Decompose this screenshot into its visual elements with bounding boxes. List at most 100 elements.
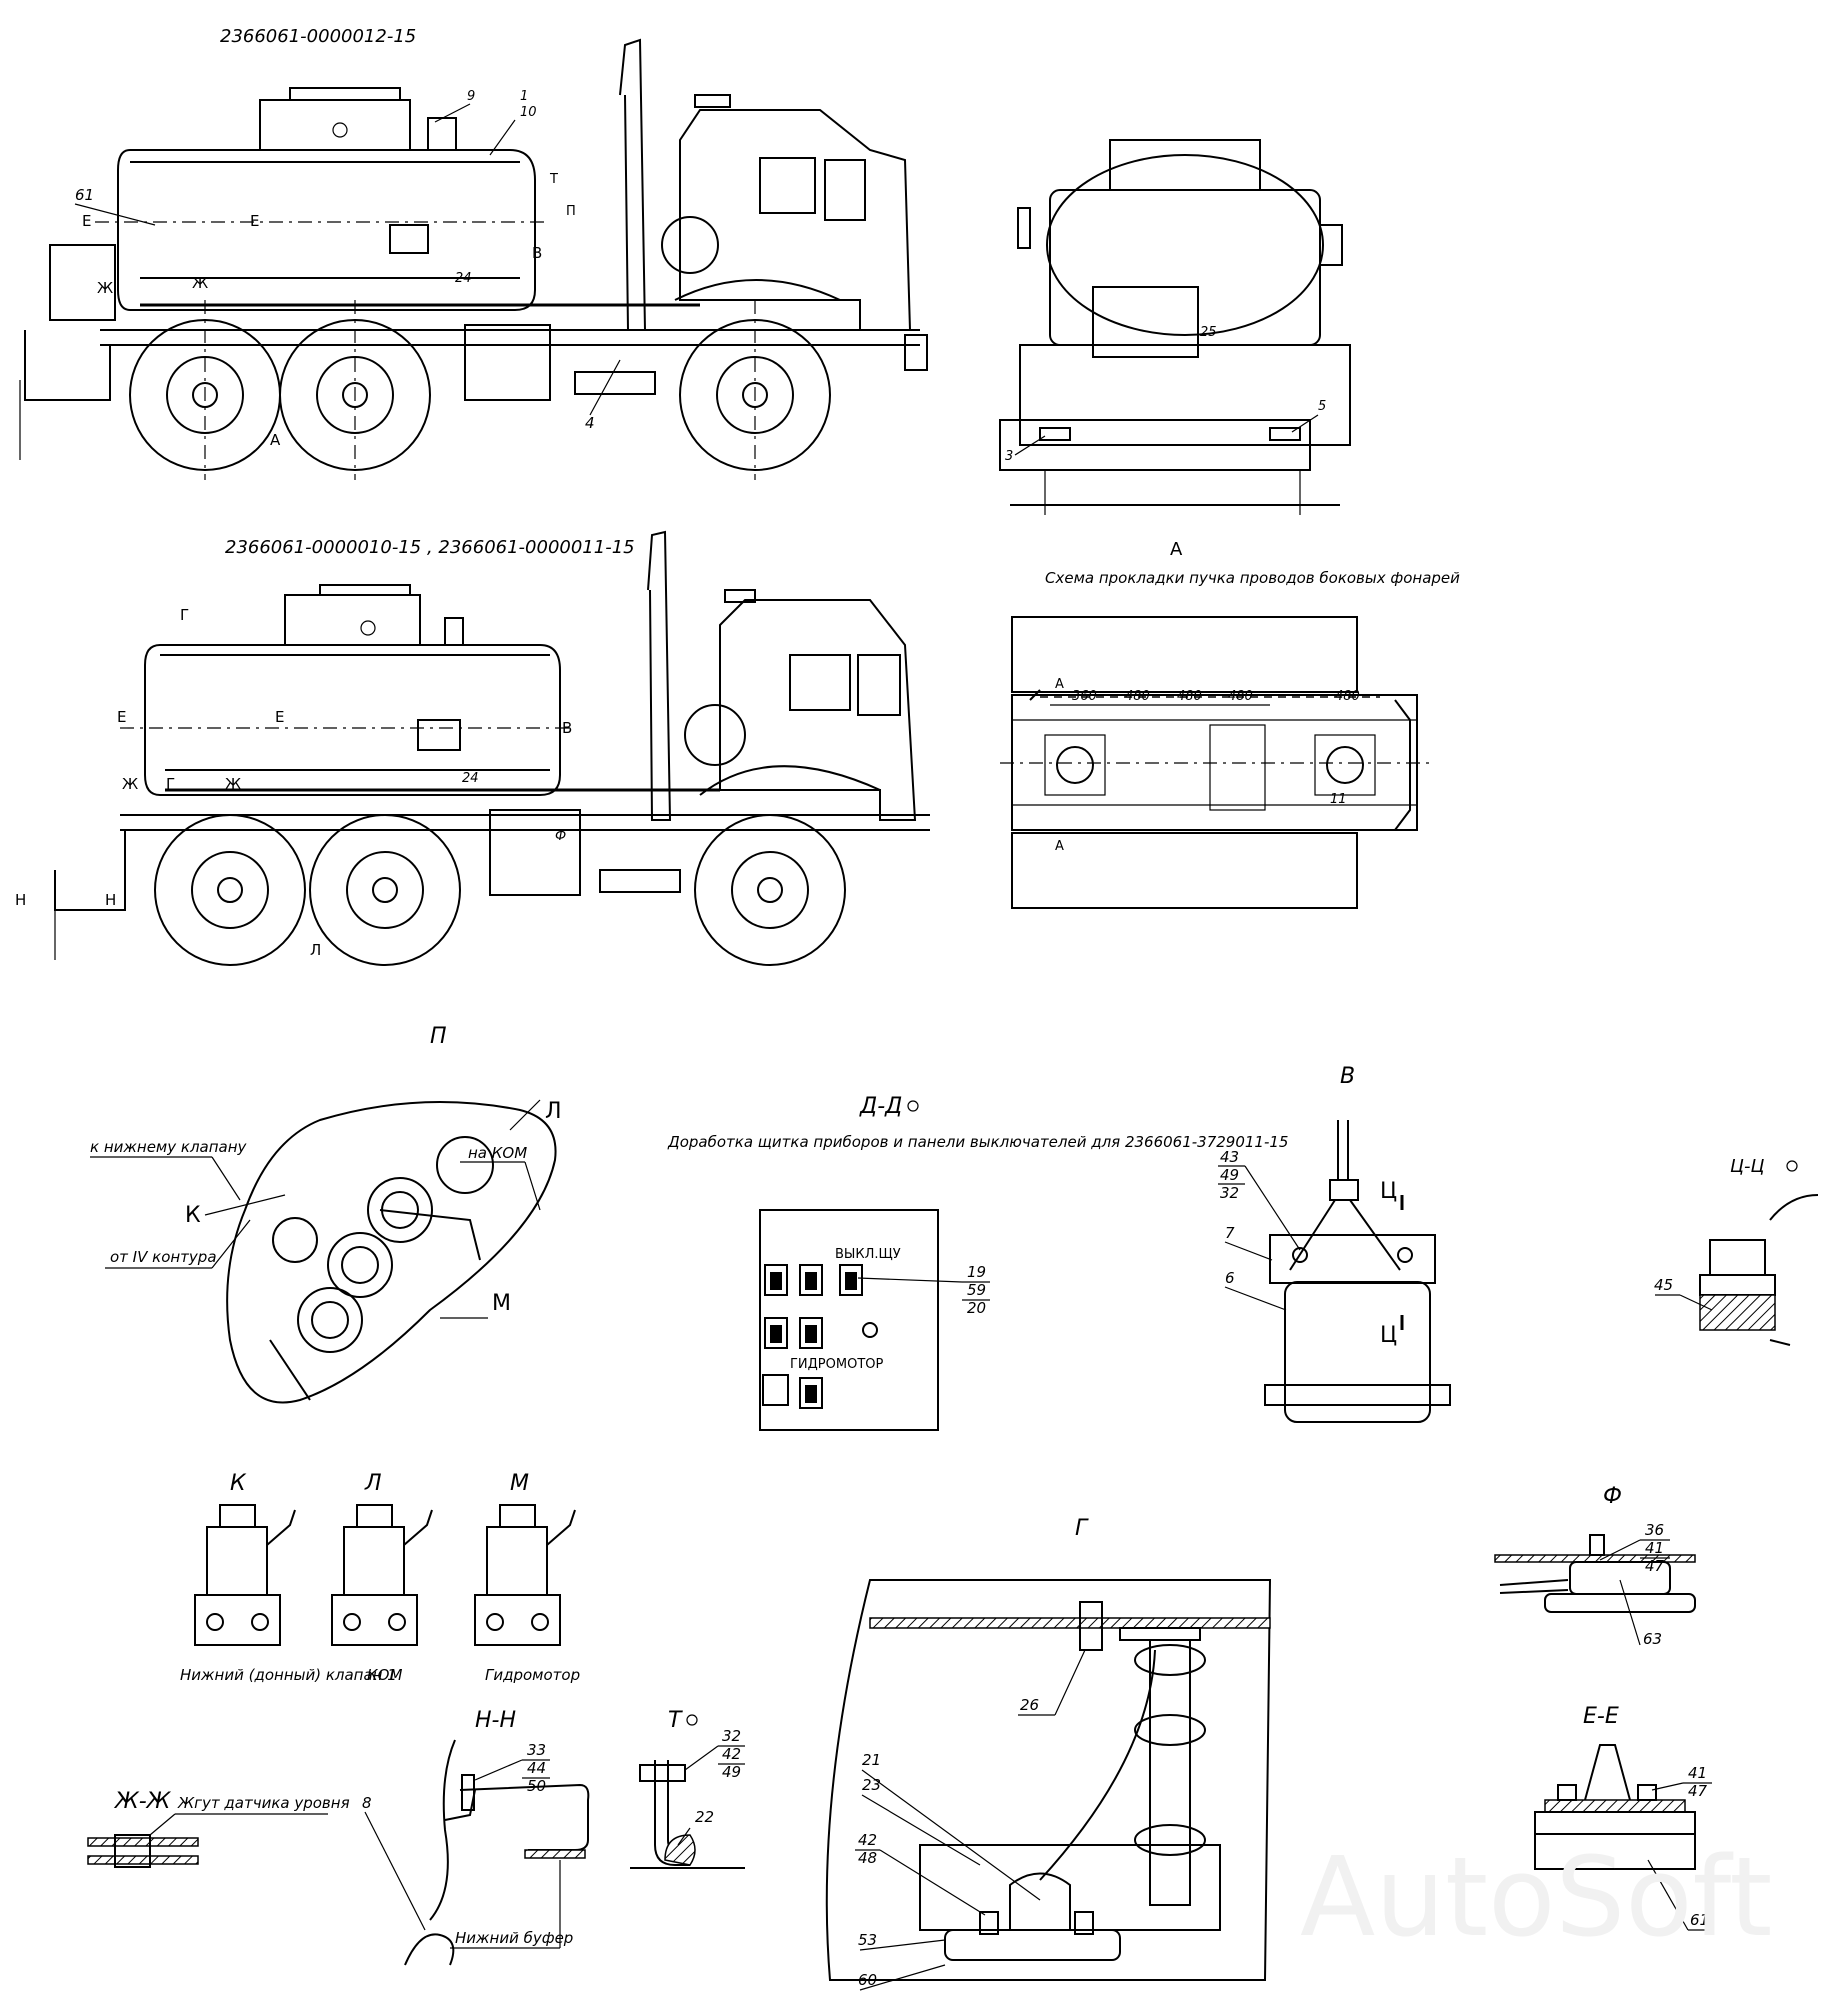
svg-text:48: 48 xyxy=(858,1849,877,1867)
svg-text:3: 3 xyxy=(1005,449,1013,464)
second-side-view-caption: 2366061-0000010-15 , 2366061-0000011-15 xyxy=(225,537,635,558)
svg-text:от IV контура: от IV контура xyxy=(110,1248,217,1266)
svg-text:32: 32 xyxy=(1220,1184,1239,1202)
svg-text:Ж: Ж xyxy=(225,775,241,793)
svg-text:53: 53 xyxy=(858,1931,877,1949)
section-ee: Е-Е 41 47 61 xyxy=(1534,1704,1712,1931)
svg-text:480: 480 xyxy=(1177,689,1202,704)
svg-text:9: 9 xyxy=(467,89,475,104)
svg-text:26: 26 xyxy=(1020,1696,1039,1714)
second-side-view: 2366061-0000010-15 , 2366061-0000011-15 … xyxy=(15,530,930,966)
svg-text:41: 41 xyxy=(1688,1764,1707,1782)
svg-text:21: 21 xyxy=(862,1751,881,1769)
front-view: 25 3 5 xyxy=(999,139,1351,515)
svg-text:23: 23 xyxy=(862,1776,881,1794)
svg-text:ВЫКЛ.ЩУ: ВЫКЛ.ЩУ xyxy=(835,1247,901,1262)
section-zhzh-title: Ж-Ж xyxy=(113,1789,172,1814)
detail-t: Т 32 42 49 22 xyxy=(630,1708,745,1869)
svg-text:24: 24 xyxy=(462,771,479,786)
top-side-view: 2366061-0000012-15 xyxy=(19,26,928,480)
svg-text:42: 42 xyxy=(722,1745,741,1763)
svg-text:480: 480 xyxy=(1335,689,1360,704)
svg-text:60: 60 xyxy=(858,1971,877,1989)
detail-dd-title: Д-Д xyxy=(859,1094,902,1119)
svg-text:B: B xyxy=(562,719,572,737)
wiring-scheme-subtitle: Схема прокладки пучка проводов боковых ф… xyxy=(1045,569,1460,587)
watermark: AutoSoft xyxy=(1300,1833,1772,1961)
svg-text:22: 22 xyxy=(695,1808,714,1826)
detail-t-title: Т xyxy=(668,1708,683,1733)
svg-text:H: H xyxy=(105,891,116,909)
svg-text:A: A xyxy=(270,431,281,449)
svg-text:25: 25 xyxy=(1200,325,1217,340)
svg-text:Л: Л xyxy=(364,1471,382,1496)
svg-text:6: 6 xyxy=(1225,1269,1235,1287)
detail-p: П к нижнему клапану от IV контура на КОМ… xyxy=(90,1024,562,1404)
svg-text:Г: Г xyxy=(180,606,189,624)
svg-text:49: 49 xyxy=(1220,1166,1239,1184)
section-tsts-title: Ц-Ц xyxy=(1730,1156,1764,1177)
valve-caption-hydromotor: Гидромотор xyxy=(485,1666,580,1684)
section-hh: Н-Н 33 44 50 8 Нижний буфер xyxy=(362,1708,590,1966)
svg-text:Ф: Ф xyxy=(555,829,566,844)
section-zhzh: Ж-Ж Жгут датчика уровня xyxy=(87,1789,350,1868)
svg-text:Л: Л xyxy=(310,941,321,959)
detail-g-title: Г xyxy=(1075,1516,1089,1541)
callout-61: 61 xyxy=(75,186,94,204)
valve-caption-lower: Нижний (донный) клапан 1 xyxy=(180,1666,397,1684)
svg-text:11: 11 xyxy=(1330,792,1347,807)
svg-text:49: 49 xyxy=(722,1763,741,1781)
svg-text:20: 20 xyxy=(967,1299,986,1317)
wiring-scheme-title: A xyxy=(1170,539,1183,560)
svg-text:E: E xyxy=(275,708,284,726)
valves-klm: К Л М Нижний (донный) клапан 1 КОМ Гидро… xyxy=(180,1471,580,1684)
svg-text:36: 36 xyxy=(1645,1521,1664,1539)
valve-caption-kom: КОМ xyxy=(367,1666,402,1684)
svg-text:П: П xyxy=(566,204,576,219)
svg-text:33: 33 xyxy=(527,1741,546,1759)
svg-text:42: 42 xyxy=(858,1831,877,1849)
svg-text:Ж: Ж xyxy=(97,279,113,297)
svg-text:8: 8 xyxy=(362,1794,372,1812)
svg-text:4: 4 xyxy=(585,414,595,432)
svg-text:10: 10 xyxy=(520,105,537,120)
lower-bumper-label: Нижний буфер xyxy=(455,1929,573,1947)
section-tsts: Ц-Ц 45 xyxy=(1654,1156,1819,1346)
svg-text:на КОМ: на КОМ xyxy=(468,1144,527,1162)
detail-f: Ф 36 41 47 63 xyxy=(1494,1484,1696,1648)
svg-text:A: A xyxy=(1055,839,1064,854)
detail-g: Г 26 21 23 42 48 53 60 xyxy=(825,1516,1272,1991)
svg-text:М: М xyxy=(510,1471,529,1496)
svg-text:Ц: Ц xyxy=(1380,1323,1397,1348)
svg-text:E: E xyxy=(82,212,91,230)
svg-text:Г: Г xyxy=(166,775,175,793)
svg-text:A: A xyxy=(1055,677,1064,692)
section-ee-title: Е-Е xyxy=(1583,1704,1619,1729)
svg-text:М: М xyxy=(492,1291,511,1316)
svg-text:50: 50 xyxy=(527,1777,546,1795)
top-side-view-caption: 2366061-0000012-15 xyxy=(220,26,416,47)
svg-text:61: 61 xyxy=(1690,1911,1709,1929)
svg-text:Ж: Ж xyxy=(192,274,208,292)
svg-text:24: 24 xyxy=(455,271,472,286)
svg-text:T: T xyxy=(549,172,558,187)
svg-text:7: 7 xyxy=(1225,1224,1235,1242)
svg-text:К: К xyxy=(230,1471,247,1496)
svg-text:480: 480 xyxy=(1228,689,1253,704)
svg-text:47: 47 xyxy=(1645,1557,1665,1575)
svg-text:43: 43 xyxy=(1220,1148,1239,1166)
detail-dd-subtitle: Доработка щитка приборов и панели выключ… xyxy=(667,1133,1288,1151)
svg-text:47: 47 xyxy=(1688,1782,1708,1800)
svg-text:1: 1 xyxy=(520,89,528,104)
detail-v: В 43 49 32 7 6 Ц Ц xyxy=(1218,1064,1451,1423)
detail-dd: Д-Д Доработка щитка приборов и панели вы… xyxy=(667,1094,1288,1431)
wiring-scheme: A Схема прокладки пучка проводов боковых… xyxy=(1000,539,1460,909)
svg-text:ГИДРОМОТОР: ГИДРОМОТОР xyxy=(790,1357,884,1372)
svg-text:к нижнему клапану: к нижнему клапану xyxy=(90,1138,248,1156)
svg-text:59: 59 xyxy=(967,1281,986,1299)
detail-v-title: В xyxy=(1340,1064,1355,1089)
level-sensor-harness-label: Жгут датчика уровня xyxy=(177,1794,350,1812)
svg-text:H: H xyxy=(15,891,26,909)
svg-text:5: 5 xyxy=(1318,399,1326,414)
